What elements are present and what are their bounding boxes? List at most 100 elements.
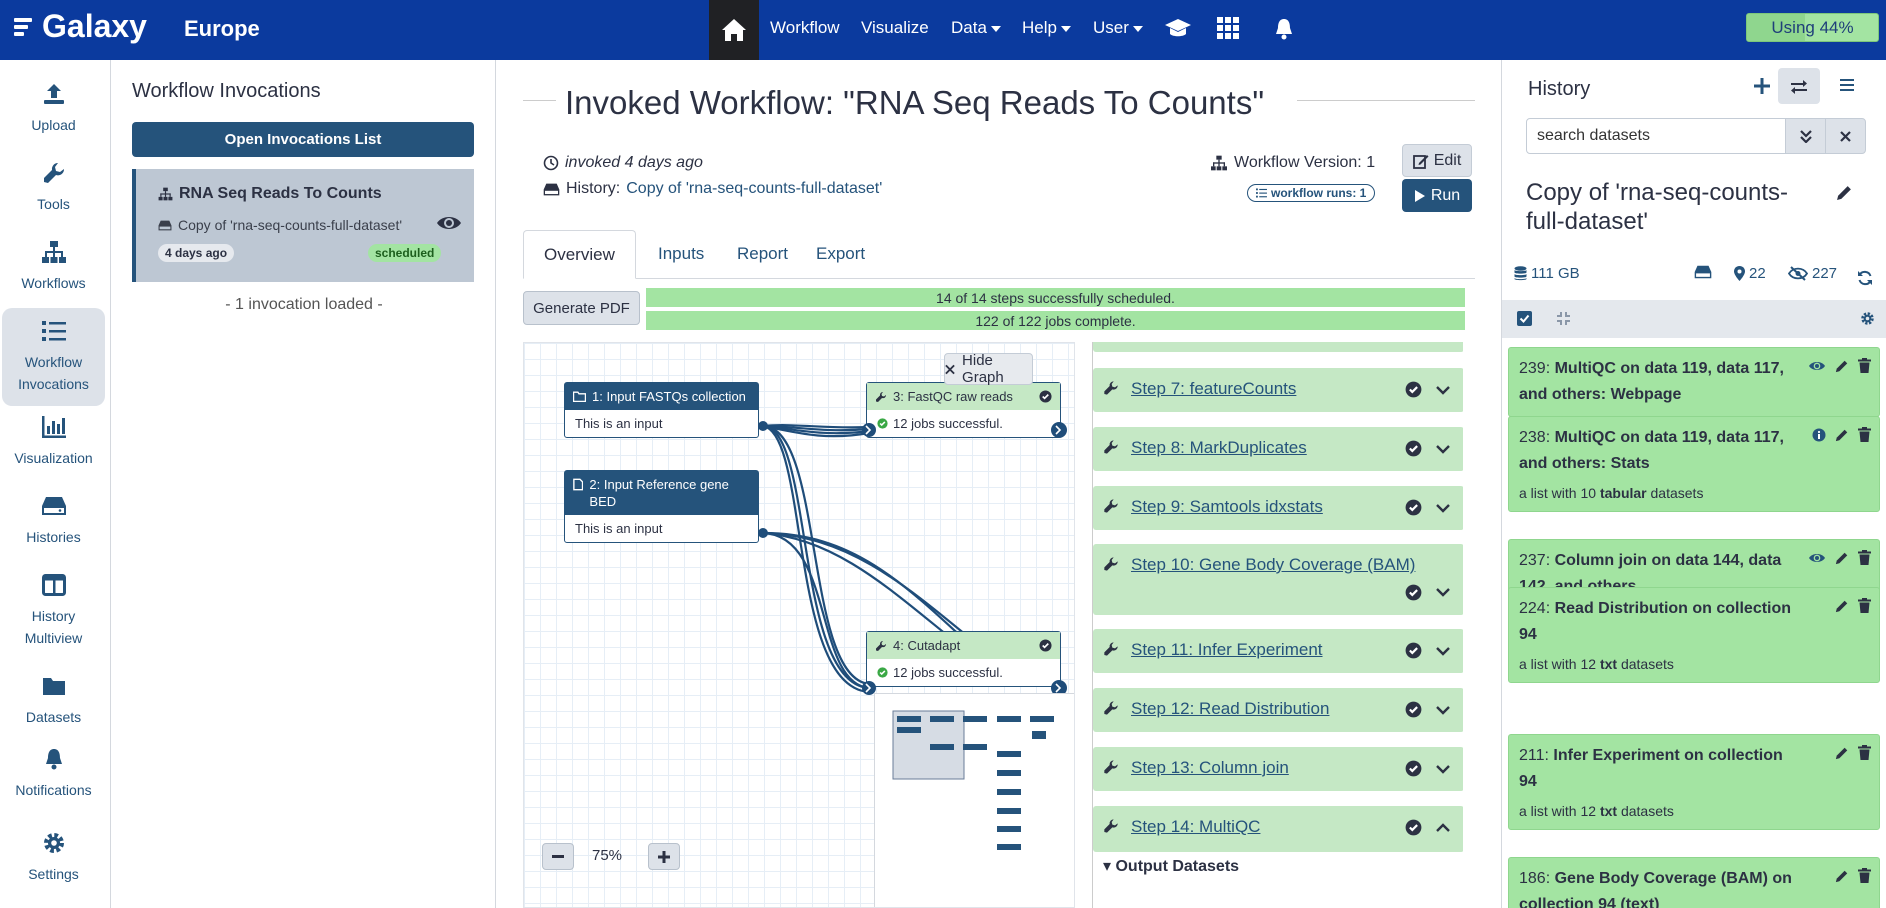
generate-pdf-button[interactable]: Generate PDF [523, 291, 640, 325]
step-label[interactable]: Step 14: MultiQC [1131, 817, 1261, 836]
step-row[interactable]: Step 8: MarkDuplicates [1093, 427, 1463, 471]
step-label[interactable]: Step 9: Samtools idxstats [1131, 497, 1323, 516]
step-label[interactable]: Step 13: Column join [1131, 758, 1289, 777]
step-row[interactable]: Step 12: Read Distribution [1093, 688, 1463, 732]
refresh-history-button[interactable] [1857, 270, 1873, 286]
graph-node-fastqc[interactable]: 3: FastQC raw reads 12 jobs successful. [866, 382, 1061, 438]
bell-icon[interactable] [1274, 18, 1294, 40]
activity-upload[interactable]: Upload [2, 78, 105, 136]
history-dataset-item[interactable]: 186: Gene Body Coverage (BAM) on collect… [1508, 857, 1880, 908]
step-row[interactable]: Step 13: Column join [1093, 747, 1463, 791]
workflow-graph[interactable]: 1: Input FASTQs collection This is an in… [523, 342, 1075, 908]
home-button[interactable] [709, 0, 759, 60]
history-hidden-count[interactable]: 227 [1788, 265, 1837, 282]
nav-visualize[interactable]: Visualize [861, 18, 929, 37]
trash-icon[interactable] [1858, 427, 1871, 442]
pencil-icon[interactable] [1835, 869, 1849, 883]
nav-user[interactable]: User [1093, 0, 1143, 60]
switch-history-button[interactable] [1778, 68, 1820, 104]
step-label[interactable]: Step 12: Read Distribution [1131, 699, 1330, 718]
activity-workflows[interactable]: Workflows [2, 236, 105, 294]
training-icon[interactable] [1164, 17, 1192, 39]
chevron-down-icon[interactable] [1436, 705, 1450, 715]
history-shown-count[interactable]: 22 [1734, 265, 1766, 282]
history-dataset-item[interactable]: 238: MultiQC on data 119, data 117, and … [1508, 416, 1880, 512]
history-dataset-item[interactable]: 239: MultiQC on data 119, data 117, and … [1508, 347, 1880, 417]
step-row[interactable]: Step 11: Infer Experiment [1093, 629, 1463, 673]
trash-icon[interactable] [1858, 868, 1871, 883]
history-search-input[interactable]: search datasets [1526, 118, 1786, 154]
chevron-down-icon[interactable] [1436, 385, 1450, 395]
advanced-search-toggle[interactable] [1785, 118, 1826, 154]
tab-overview[interactable]: Overview [523, 230, 636, 279]
activity-history-multiview[interactable]: History Multiview [2, 569, 105, 649]
nav-data[interactable]: Data [951, 0, 1001, 60]
zoom-out-button[interactable] [542, 843, 574, 870]
tab-inputs[interactable]: Inputs [658, 244, 705, 263]
clear-search-button[interactable] [1825, 118, 1866, 154]
trash-icon[interactable] [1858, 358, 1871, 373]
pencil-icon[interactable] [1835, 746, 1849, 760]
eye-icon[interactable] [1808, 360, 1826, 372]
step-label[interactable]: Step 11: Infer Experiment [1131, 640, 1323, 659]
galaxy-logo[interactable]: Galaxy [14, 8, 147, 45]
trash-icon[interactable] [1858, 598, 1871, 613]
nav-help[interactable]: Help [1022, 0, 1071, 60]
hide-graph-button[interactable]: Hide Graph [944, 352, 1033, 386]
tab-export[interactable]: Export [816, 244, 866, 263]
pencil-icon[interactable] [1835, 428, 1849, 442]
activity-workflow-invocations[interactable]: Workflow Invocations [2, 308, 105, 406]
history-size[interactable]: 111 GB [1514, 265, 1580, 282]
invocation-card[interactable]: RNA Seq Reads To Counts Copy of 'rna-seq… [132, 169, 474, 282]
chevron-down-icon[interactable] [1436, 503, 1450, 513]
activity-datasets[interactable]: Datasets [2, 670, 105, 728]
eye-icon[interactable] [1808, 552, 1826, 564]
nav-workflow[interactable]: Workflow [770, 18, 840, 37]
activity-tools[interactable]: Tools [2, 157, 105, 215]
pencil-icon[interactable] [1835, 551, 1849, 565]
graph-node-input-reference-bed[interactable]: 2: Input Reference gene BED This is an i… [564, 470, 759, 543]
graph-node-input-fastqs[interactable]: 1: Input FASTQs collection This is an in… [564, 382, 759, 438]
graph-node-cutadapt[interactable]: 4: Cutadapt 12 jobs successful. [866, 631, 1061, 687]
step-row[interactable]: Step 10: Gene Body Coverage (BAM) [1093, 544, 1463, 615]
step-row[interactable]: Step 14: MultiQC [1093, 806, 1463, 852]
history-link[interactable]: Copy of 'rna-seq-counts-full-dataset' [626, 180, 883, 197]
step-label[interactable]: Step 8: MarkDuplicates [1131, 438, 1307, 457]
history-options-button[interactable] [1840, 78, 1854, 92]
quota-meter[interactable]: Using 44% [1746, 13, 1879, 42]
apps-grid-icon[interactable] [1217, 17, 1239, 39]
eye-icon[interactable] [436, 214, 462, 232]
info-icon[interactable] [1812, 428, 1826, 442]
activity-notifications[interactable]: Notifications [2, 743, 105, 801]
chevron-down-icon[interactable] [1436, 444, 1450, 454]
edit-button[interactable]: Edit [1402, 144, 1472, 177]
step-row[interactable]: Step 7: featureCounts [1093, 368, 1463, 412]
run-button[interactable]: Run [1402, 179, 1472, 212]
workflow-runs-badge[interactable]: workflow runs: 1 [1247, 184, 1376, 202]
trash-icon[interactable] [1858, 550, 1871, 565]
pencil-icon[interactable] [1835, 599, 1849, 613]
chevron-down-icon[interactable] [1436, 587, 1450, 597]
trash-icon[interactable] [1858, 745, 1871, 760]
edit-history-button[interactable] [1836, 184, 1853, 201]
collapse-expanded-button[interactable] [1556, 311, 1571, 326]
zoom-in-button[interactable] [648, 843, 680, 870]
step-row[interactable]: Step 9: Samtools idxstats [1093, 486, 1463, 530]
tab-report[interactable]: Report [737, 244, 789, 263]
chevron-down-icon[interactable] [1436, 764, 1450, 774]
step-label[interactable]: Step 10: Gene Body Coverage (BAM) [1131, 555, 1416, 574]
history-storage-button[interactable] [1694, 265, 1712, 279]
pencil-icon[interactable] [1835, 359, 1849, 373]
activity-visualization[interactable]: Visualization [2, 411, 105, 469]
select-items-button[interactable] [1517, 311, 1532, 326]
activity-settings[interactable]: Settings [2, 827, 105, 885]
new-history-button[interactable] [1754, 78, 1770, 94]
chevron-up-icon[interactable] [1436, 823, 1450, 833]
open-invocations-list-button[interactable]: Open Invocations List [132, 122, 474, 157]
step-label[interactable]: Step 7: featureCounts [1131, 379, 1297, 398]
output-datasets-header[interactable]: ▾ Output Datasets [1103, 858, 1240, 875]
chevron-down-icon[interactable] [1436, 646, 1450, 656]
activity-histories[interactable]: Histories [2, 490, 105, 548]
